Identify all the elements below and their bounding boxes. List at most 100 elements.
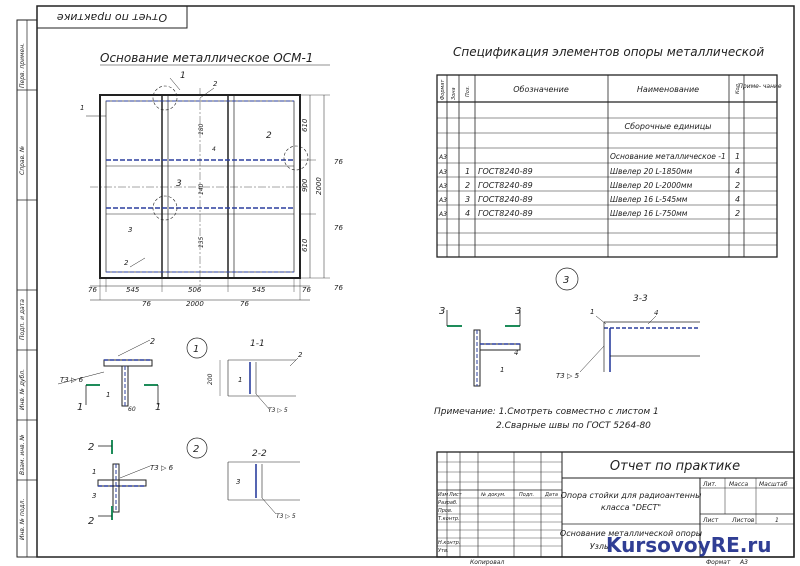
tb-mass: Масса: [729, 481, 748, 488]
callout-1: 1: [180, 71, 186, 81]
tb-scale: Масштаб: [759, 481, 788, 488]
strip-label-6: Инв. № подл.: [19, 499, 26, 540]
tb-part-2: Узлы: [590, 542, 611, 551]
callout-1-left: 1: [80, 104, 84, 112]
tb-label-list: Лист: [448, 492, 463, 498]
callout-4: 4: [212, 146, 216, 153]
tb-label-sign: Подп.: [519, 492, 534, 498]
detail-2-weld: Т3 ▷ 6: [150, 464, 174, 472]
detail-2-section-bottom: 2: [88, 516, 94, 527]
detail-3: 3 3 3 4 1: [439, 267, 579, 387]
spec-cell-name: Швелер 16 L-545мм: [610, 195, 688, 204]
detail-2-mark: 2: [193, 444, 199, 455]
strip-label-2: Подп. и дата: [19, 299, 26, 340]
tb-role-2: Т.контр.: [438, 516, 460, 522]
detail-3-section-right: 3: [515, 306, 521, 317]
dim-right-0: 610: [301, 118, 309, 132]
view-2-2-weld: Т3 ▷ 5: [276, 513, 296, 520]
spec-cell-designation: ГОСТ8240-89: [478, 195, 533, 204]
title-block: Изм Лист № докум. Подп. Дата Разраб. Про…: [436, 451, 795, 558]
top-stamp: Отчет по практике: [36, 5, 188, 29]
note-line-1: Примечание: 1.Смотреть совместно с листо…: [434, 407, 659, 417]
spec-header-zone: Зона: [451, 87, 457, 100]
detail-2-2: 2-2 3 Т3 ▷ 5: [227, 449, 300, 520]
detail-3-callout-1: 1: [500, 366, 504, 374]
dim-bottom2-1: 2000: [186, 300, 204, 308]
dim-right-1: 900: [301, 178, 309, 192]
detail-1-section-right: 1: [155, 402, 161, 413]
spec-row: А3 Основание металлическое -1 1: [438, 152, 740, 161]
strip-label-1: Справ. №: [19, 146, 26, 175]
view-3-3-callout-1: 1: [590, 308, 594, 316]
plan-drawing: Основание металлическое ОСМ-1 1 2 2 3 1: [80, 51, 343, 308]
spec-cell-name: Основание металлическое -1: [610, 152, 726, 161]
detail-1-mark: 1: [193, 344, 199, 355]
detail-1-weld: Т3 ▷ 6: [60, 376, 84, 384]
tb-lit: Лит.: [702, 481, 717, 488]
spec-cell-pos: 4: [465, 209, 470, 218]
spec-table: Спецификация элементов опоры металлическ…: [436, 45, 782, 258]
spec-row: А3 1 ГОСТ8240-89 Швелер 20 L-1850мм 4: [438, 167, 740, 176]
tb-part-1: Основание металлической опоры: [560, 529, 702, 538]
spec-cell-qty: 2: [735, 209, 740, 218]
left-strip: Перв. примен. Справ. № Подп. и дата Инв.…: [16, 19, 38, 558]
spec-cell-format: А3: [438, 169, 447, 176]
detail-3-mark: 3: [563, 275, 569, 286]
spec-header-designation: Обозначение: [513, 85, 569, 94]
callout-2-lower: 2: [124, 259, 129, 267]
detail-1-section-left: 1: [77, 402, 83, 413]
view-1-1-title: 1-1: [250, 339, 265, 349]
dim-right-total: 2000: [315, 177, 323, 195]
spec-cell-qty: 2: [735, 181, 740, 190]
dim-right-small-2: 76: [334, 284, 343, 292]
spec-cell-format: А3: [438, 154, 447, 161]
tb-format-value: А3: [739, 559, 748, 566]
spec-cell-pos: 1: [465, 167, 470, 176]
watermark-logo: KursovoyRE.ru: [606, 533, 771, 557]
dim-bottom-3: 545: [252, 286, 266, 294]
tb-role-3: Н.контр.: [438, 540, 460, 546]
spec-section-label: Сборочные единицы: [625, 122, 712, 131]
view-1-1-callout-2: 2: [298, 351, 303, 359]
spec-cell-format: А3: [438, 183, 447, 190]
dim-bottom-0: 76: [88, 286, 97, 294]
view-3-3-weld: Т3 ▷ 5: [556, 372, 580, 380]
spec-row: А3 4 ГОСТ8240-89 Швелер 16 L-750мм 2: [438, 209, 740, 218]
detail-1-dim-60: 60: [128, 406, 136, 413]
view-3-3-callout-4: 4: [654, 309, 658, 317]
inner-dim-135: 135: [198, 236, 205, 248]
spec-cell-qty: 4: [735, 167, 740, 176]
dim-bottom2-0: 76: [142, 300, 151, 308]
detail-3-3: 3-3 1 4 Т3 ▷ 5: [556, 294, 700, 380]
detail-1: 1 2 Т3 ▷ 6 1 60 1 1: [57, 337, 208, 413]
tb-role-4: Утв.: [438, 548, 449, 554]
spec-cell-designation: ГОСТ8240-89: [478, 167, 533, 176]
detail-1-callout-1: 1: [106, 391, 110, 399]
spec-cell-name: Швелер 20 L-1850мм: [610, 167, 693, 176]
detail-3-callout-4: 4: [514, 349, 518, 357]
dim-bottom-1: 545: [126, 286, 140, 294]
tb-sheets-count: 1: [775, 517, 779, 524]
spec-title: Спецификация элементов опоры металлическ…: [453, 45, 764, 59]
strip-label-0: Перв. примен.: [19, 43, 26, 88]
dim-right-small-1: 76: [334, 224, 343, 232]
view-2-2-title: 2-2: [252, 449, 267, 459]
tb-subtitle-1: Опора стойки для радиоантенны: [561, 491, 702, 500]
spec-cell-name: Швелер 16 L-750мм: [610, 209, 688, 218]
inner-dim-140: 140: [198, 183, 205, 195]
tb-label-izm: Изм: [438, 492, 448, 498]
callout-2: 2: [266, 131, 272, 141]
spec-cell-format: А3: [438, 211, 447, 218]
spec-row: А3 3 ГОСТ8240-89 Швелер 16 L-545мм 4: [438, 195, 740, 204]
view-1-1-weld: Т3 ▷ 5: [268, 407, 288, 414]
callout-2-top: 2: [213, 80, 218, 88]
spec-header-name: Наименование: [637, 85, 699, 94]
tb-subtitle-2: класса "DECT": [601, 503, 661, 512]
tb-sheets: Листов: [731, 517, 755, 524]
view-1-1-dim-200: 200: [207, 373, 214, 385]
dim-bottom-4: 76: [302, 286, 311, 294]
strip-label-3: Инв. № дубл.: [19, 369, 26, 410]
detail-1-1: 1-1 200 1 2 Т3 ▷ 5: [207, 339, 303, 414]
top-stamp-text: Отчет по практике: [57, 11, 167, 24]
spec-header-qty: Кол.: [735, 83, 741, 94]
